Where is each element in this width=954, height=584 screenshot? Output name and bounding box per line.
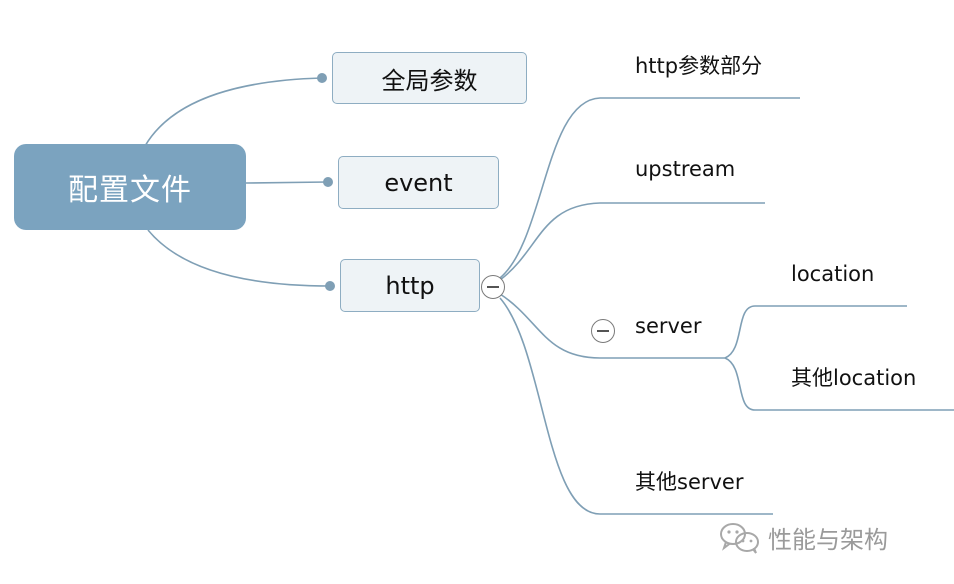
node-upstream[interactable]: upstream [635,157,736,181]
node-server[interactable]: server [635,314,702,338]
node-global-params[interactable]: 全局参数 [332,52,527,104]
node-http[interactable]: http [340,259,480,312]
root-node[interactable]: 配置文件 [14,144,246,230]
collapse-icon[interactable] [591,319,615,343]
connector-dot-global [317,73,327,83]
node-other-location[interactable]: 其他location [791,366,917,390]
node-location[interactable]: location [791,262,875,286]
watermark: 性能与架构 [718,520,888,555]
node-event-label: event [384,168,453,197]
watermark-text: 性能与架构 [768,526,888,554]
connector-http-server [499,293,725,359]
node-global-params-label: 全局参数 [381,66,478,95]
connector-dot-event [323,177,333,187]
collapse-icon[interactable] [481,275,505,299]
root-node-label: 配置文件 [68,173,192,208]
wechat-icon [720,522,759,554]
node-event[interactable]: event [338,156,499,209]
node-http-params[interactable]: http参数部分 [635,54,763,78]
connector-root-http [147,229,331,287]
connector-server-location [724,305,907,359]
connector-root-global [144,77,323,147]
connector-http-params [499,97,800,279]
connector-server-otherloc [724,357,954,411]
connector-dot-http [325,281,335,291]
connector-root-event [245,181,329,184]
node-other-server[interactable]: 其他server [635,470,744,494]
connector-http-upstream [499,202,765,281]
node-http-label: http [385,271,435,300]
connector-http-otherserver [499,297,773,515]
